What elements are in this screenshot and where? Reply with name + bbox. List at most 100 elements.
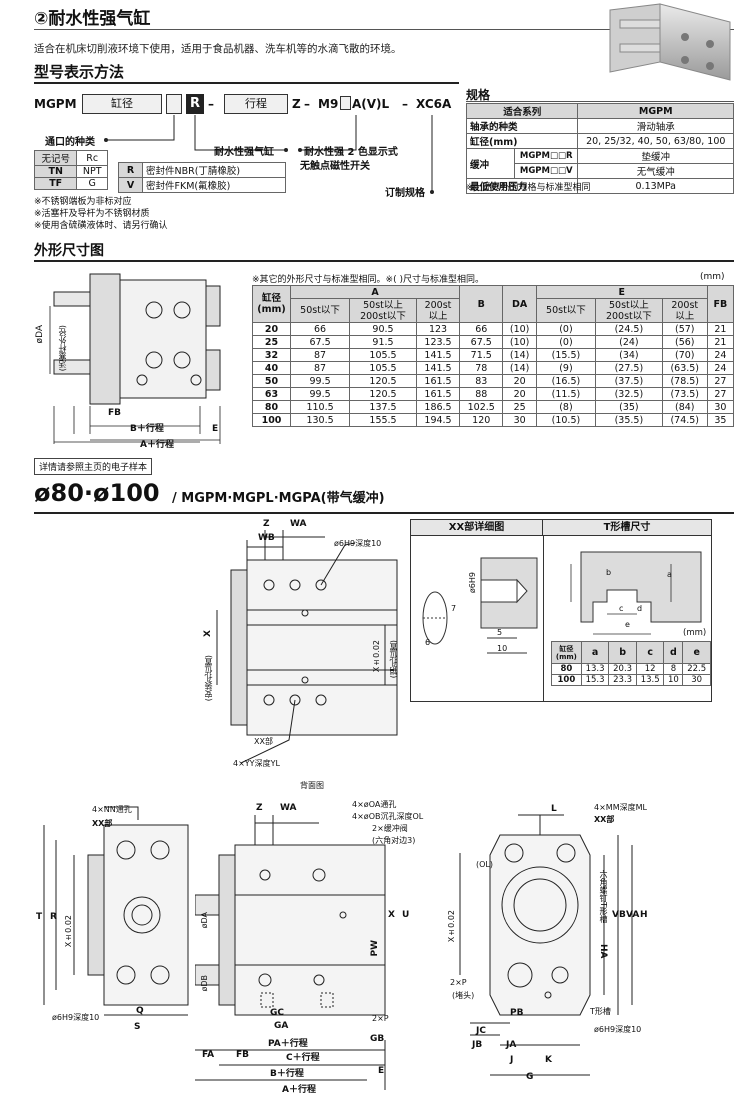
model-suffix-avl: A(V)L bbox=[352, 97, 390, 111]
dim-cell: 30 bbox=[502, 413, 537, 427]
t-label-c: c bbox=[619, 604, 624, 613]
dim-cell: 186.5 bbox=[415, 400, 461, 414]
t-slot-drawing bbox=[570, 551, 702, 635]
model-suffix-z: Z bbox=[292, 97, 301, 111]
dim-cell: 27 bbox=[706, 374, 735, 388]
dim-cell: 91.5 bbox=[349, 335, 417, 349]
dim-cell: 120.5 bbox=[349, 374, 417, 388]
xx-d7: 7 bbox=[451, 604, 457, 613]
spec-value-0: MGPM bbox=[577, 103, 734, 119]
t-label-d: d bbox=[637, 604, 643, 613]
dim-cell: 141.5 bbox=[415, 348, 461, 362]
dim-cell: 35 bbox=[706, 413, 735, 427]
t-cell: 15.3 bbox=[580, 674, 610, 686]
spec-label-3: 缓冲 bbox=[466, 148, 515, 179]
dim-cell: (8) bbox=[535, 400, 597, 414]
dim-cell: (27.5) bbox=[595, 361, 663, 375]
dim-cell: (24) bbox=[595, 335, 663, 349]
dim-cell: 105.5 bbox=[349, 348, 417, 362]
dim-cell: (0) bbox=[535, 322, 597, 336]
sv-b: B＋行程 bbox=[270, 1069, 304, 1079]
dim-head-da: DA bbox=[502, 285, 537, 323]
product-photo bbox=[590, 2, 740, 87]
dim-cell: 194.5 bbox=[415, 413, 461, 427]
dim-cell: 105.5 bbox=[349, 361, 417, 375]
xx-d6: 6 bbox=[425, 638, 431, 647]
dim-sub-a2: 50st以上 200st以下 bbox=[349, 298, 417, 323]
model-suffix-xc6a: XC6A bbox=[416, 97, 452, 111]
dim-head-e: E bbox=[535, 285, 708, 299]
switch-qty-box bbox=[340, 96, 351, 110]
dimensions-table: 缸径 (mm) A B DA E FB 50st以下 50st以上 200st以… bbox=[252, 285, 735, 427]
bv-z: Z bbox=[263, 519, 270, 529]
dim-cell: (84) bbox=[661, 400, 708, 414]
er-h: H bbox=[640, 910, 648, 920]
er-jc: JC bbox=[476, 1026, 486, 1036]
dim-cell: 67.5 bbox=[459, 335, 504, 349]
dim-cell: (14) bbox=[502, 361, 537, 375]
er-va: VA bbox=[626, 910, 640, 920]
port-type-label: 通口的种类 bbox=[45, 137, 95, 148]
dim-head-a: A bbox=[289, 285, 461, 299]
dim-cell: (32.5) bbox=[595, 387, 663, 401]
dim-cell: 20 bbox=[252, 322, 291, 336]
sv-gb: GB bbox=[370, 1034, 385, 1044]
back-view-drawing bbox=[216, 530, 398, 764]
specs-title: 规格 bbox=[466, 88, 491, 102]
sv-oa: 4×øOA通孔 bbox=[352, 800, 397, 809]
section2-title-big: ø80·ø100 bbox=[34, 479, 160, 507]
port-r1-1: G bbox=[76, 177, 108, 190]
seal-r1-1: 密封件FKM(氟橡胶) bbox=[142, 177, 286, 193]
ev-s: S bbox=[134, 1022, 141, 1032]
specs-table: 适合系列 MGPM 轴承的种类 滑动轴承 缸径(mm) 20, 25/32, 4… bbox=[465, 103, 734, 194]
end-view-right-drawing bbox=[459, 814, 633, 1076]
sv-x: X bbox=[388, 910, 395, 920]
bv-wb: WB bbox=[258, 533, 275, 543]
port-th-0: 无记号 bbox=[33, 150, 78, 166]
sv-p2: 2×P bbox=[372, 1014, 389, 1023]
er-psub: (堵头) bbox=[452, 991, 475, 1000]
model-rule bbox=[34, 82, 459, 84]
er-x002: X±0.02 bbox=[447, 910, 456, 943]
er-jb: JB bbox=[472, 1040, 483, 1050]
dim-cell: 99.5 bbox=[289, 387, 351, 401]
dim-cell: (10) bbox=[502, 335, 537, 349]
bv-wa: WA bbox=[290, 519, 307, 529]
dim-cell: 66 bbox=[459, 322, 504, 336]
spec-value-1: 滑动轴承 bbox=[577, 118, 734, 134]
note-3: ※使用含硫磺液体时、请另行确认 bbox=[34, 221, 168, 231]
port-box bbox=[166, 94, 182, 114]
t-cell: 13.3 bbox=[580, 663, 610, 675]
model-prefix: MGPM bbox=[34, 97, 77, 111]
er-ja: JA bbox=[506, 1040, 517, 1050]
dim-cell: 130.5 bbox=[289, 413, 351, 427]
model-suffix-m9: M9 bbox=[318, 97, 339, 111]
dim-cell: (16.5) bbox=[535, 374, 597, 388]
spec-value-2: 20, 25/32, 40, 50, 63/80, 100 bbox=[577, 133, 734, 149]
t-head-1: a bbox=[580, 641, 610, 664]
dim-cell: (73.5) bbox=[661, 387, 708, 401]
dim-cell: 120 bbox=[459, 413, 504, 427]
t-cell: 8 bbox=[663, 663, 684, 675]
ev-t: T bbox=[36, 912, 43, 922]
t-head-0: 缸径 (mm) bbox=[551, 641, 582, 664]
dim-cell: 155.5 bbox=[349, 413, 417, 427]
dim-sub-a3: 200st 以上 bbox=[415, 298, 461, 323]
t-cell: 20.3 bbox=[608, 663, 637, 675]
sv-pw: PW bbox=[370, 940, 380, 957]
model-dash-3: – bbox=[402, 97, 408, 111]
sv-pa: PA＋行程 bbox=[268, 1039, 308, 1049]
port-th-1: Rc bbox=[76, 150, 108, 166]
t-label-a: a bbox=[667, 570, 672, 579]
t-cell: 80 bbox=[551, 663, 582, 675]
t-cell: 100 bbox=[551, 674, 582, 686]
xx-detail-title: XX部详细图 bbox=[411, 520, 543, 536]
side-e-label: E bbox=[212, 424, 219, 434]
t-head-3: c bbox=[635, 641, 665, 664]
